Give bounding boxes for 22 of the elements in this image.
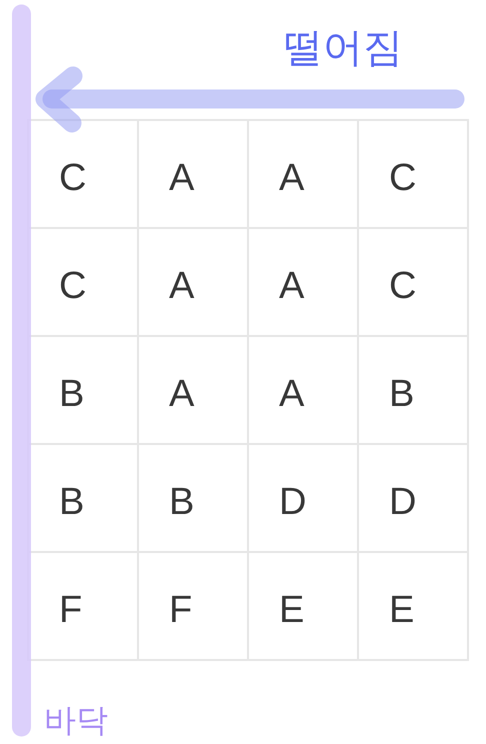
table-cell: E [359,553,469,661]
table-cell: B [29,445,139,553]
table-cell: A [249,229,359,337]
table-cell: A [249,121,359,229]
table-cell: C [29,121,139,229]
table-cell: B [29,337,139,445]
table-cell: B [359,337,469,445]
table-cell: D [249,445,359,553]
table-cell: E [249,553,359,661]
table-cell: B [139,445,249,553]
table-cell: D [359,445,469,553]
floor-label: 바닥 [44,704,108,736]
table-cell: A [249,337,359,445]
table-cell: A [139,337,249,445]
table-cell: C [359,121,469,229]
table-cell: C [359,229,469,337]
table-cell: A [139,229,249,337]
table-cell: F [139,553,249,661]
table-cell: C [29,229,139,337]
table-cell: A [139,121,249,229]
table-cell: F [29,553,139,661]
direction-label: 떨어짐 [283,28,403,68]
